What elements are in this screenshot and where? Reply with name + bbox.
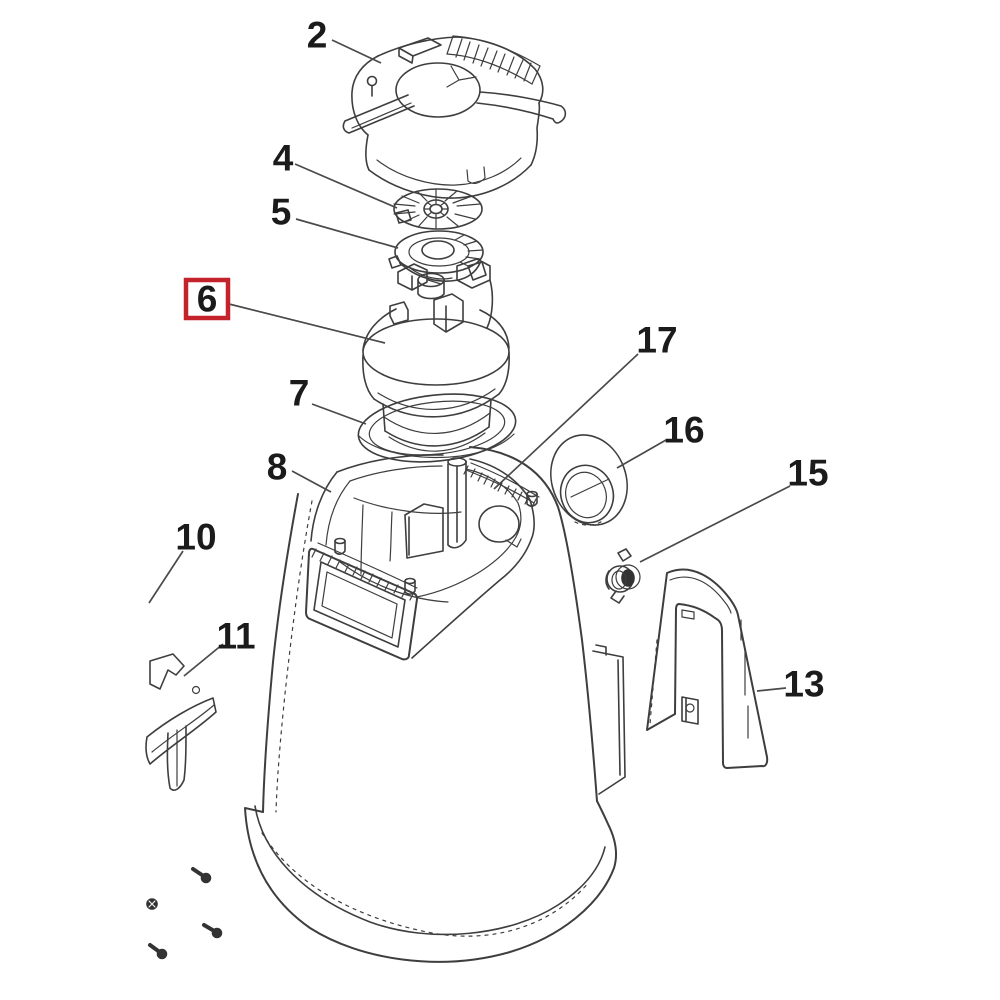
- leader-line: [294, 163, 398, 209]
- screw-icon: [202, 923, 223, 939]
- part-16-cuff-drawing: [550, 434, 628, 526]
- screws-drawing: [146, 867, 223, 960]
- leader-line: [291, 470, 332, 493]
- screw-icon: [191, 867, 212, 884]
- part-2-lid-drawing: [342, 35, 567, 199]
- part-11-handle-drawing: [145, 653, 217, 791]
- callout-number: 10: [175, 517, 216, 558]
- screw-icon: [146, 898, 158, 910]
- callout-10[interactable]: 10: [148, 517, 217, 604]
- leader-line: [639, 485, 791, 563]
- motor-shaft-post: [447, 457, 467, 549]
- callout-16[interactable]: 16: [616, 410, 705, 469]
- leader-line: [493, 353, 639, 490]
- callout-number: 5: [271, 192, 292, 233]
- part-15-valve-drawing: [605, 548, 641, 604]
- callout-13[interactable]: 13: [756, 664, 825, 705]
- leader-line: [183, 643, 224, 677]
- screw-icon: [148, 943, 168, 960]
- callout-number: 2: [307, 15, 328, 56]
- callout-number: 16: [663, 410, 704, 451]
- leader-line: [295, 218, 399, 249]
- callout-number: 13: [783, 664, 824, 705]
- leader-line: [228, 303, 386, 344]
- lid-vent-grille: [446, 35, 541, 85]
- exploded-drawing: [145, 35, 769, 963]
- callout-17[interactable]: 17: [493, 320, 678, 490]
- callout-6[interactable]: 6: [183, 277, 386, 344]
- callout-5[interactable]: 5: [271, 192, 399, 249]
- leader-line: [756, 687, 787, 692]
- leader-line: [331, 39, 382, 64]
- part-7-gasket-drawing: [357, 393, 517, 463]
- callout-number: 11: [216, 616, 255, 657]
- tank-side-plate: [592, 644, 626, 795]
- callout-11[interactable]: 11: [183, 616, 256, 677]
- callout-number: 7: [289, 373, 310, 414]
- callout-8[interactable]: 8: [267, 447, 332, 493]
- callout-15[interactable]: 15: [639, 453, 829, 563]
- callout-number: 6: [197, 279, 218, 320]
- callout-4[interactable]: 4: [273, 138, 398, 209]
- leader-line: [311, 403, 367, 425]
- callout-number: 4: [273, 138, 294, 179]
- part-8-tank-drawing: [244, 446, 626, 963]
- part-13-panel-drawing: [646, 568, 769, 769]
- highlight-box: [183, 277, 231, 321]
- callout-number: 17: [636, 320, 677, 361]
- callout-2[interactable]: 2: [307, 15, 382, 64]
- part-4-fan-drawing: [393, 188, 483, 230]
- part-5-diffuser-drawing: [388, 230, 487, 285]
- leader-line: [148, 550, 184, 604]
- callout-7[interactable]: 7: [289, 373, 367, 425]
- leader-line: [616, 439, 667, 469]
- callout-number: 15: [787, 453, 828, 494]
- part-6-motor-drawing: [362, 258, 510, 549]
- callout-layer: 2 4 5 6 78 10 11 13 15 16 17: [148, 15, 829, 705]
- lid-screw-icon: [366, 75, 378, 87]
- callout-number: 8: [267, 447, 288, 488]
